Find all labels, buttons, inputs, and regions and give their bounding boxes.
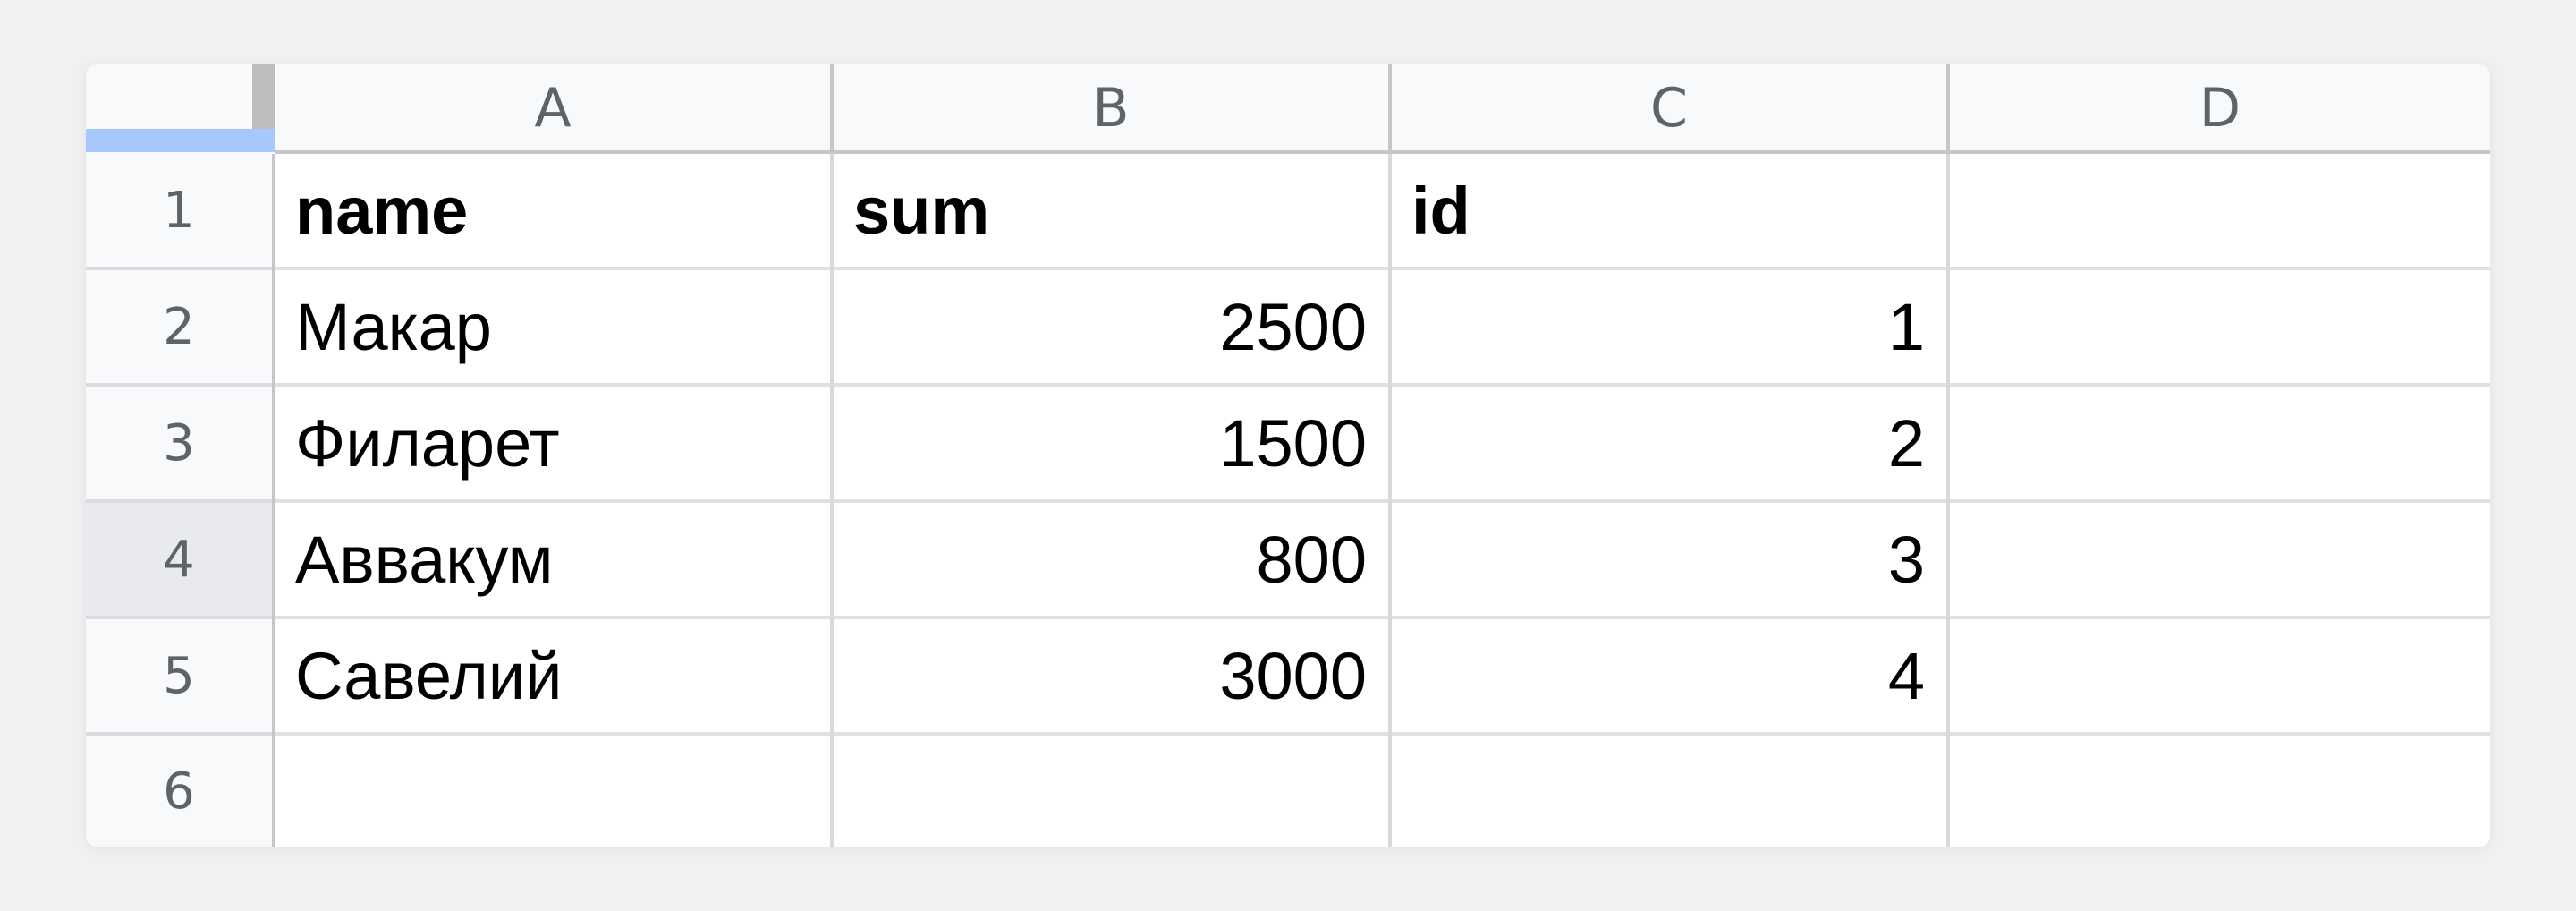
cell-a3[interactable]: Филарет [295,405,560,481]
cell-d3[interactable] [1950,387,2490,499]
column-header-b[interactable]: B [1092,77,1130,140]
column-header-d[interactable]: D [2199,77,2241,140]
row-header-2[interactable]: 2 [86,270,272,383]
select-all-corner[interactable] [86,64,275,154]
cell-c1[interactable]: id [1411,173,1470,248]
cell-d2[interactable] [1950,270,2490,383]
column-header-divider [275,150,2490,154]
column-gridline [1946,154,1950,847]
row-header-divider [272,154,275,847]
cell-c6[interactable] [1392,736,1946,847]
row-header-5[interactable]: 5 [86,619,272,732]
spreadsheet-grid: A B C D 1 2 3 4 5 6 name sum id Макар 25… [86,64,2490,847]
row-header-6[interactable]: 6 [86,736,272,847]
cell-d5[interactable] [1950,619,2490,732]
column-header-separator[interactable] [830,64,834,154]
column-header-separator[interactable] [1388,64,1392,154]
column-gridline [830,154,834,847]
column-header-a[interactable]: A [534,77,572,140]
cell-c4[interactable]: 3 [1887,522,1925,597]
cell-a6[interactable] [275,736,830,847]
freeze-row-handle[interactable] [86,129,275,152]
row-gridline [275,499,2490,503]
freeze-column-handle[interactable] [252,64,275,129]
row-gridline [275,616,2490,619]
row-header-gridline [86,499,272,503]
row-header-1[interactable]: 1 [86,154,272,267]
cell-b1[interactable]: sum [853,173,990,248]
row-header-4[interactable]: 4 [86,503,272,616]
cell-c3[interactable]: 2 [1887,405,1925,481]
row-header-gridline [86,732,272,736]
row-gridline [275,267,2490,270]
cell-b5[interactable]: 3000 [1219,638,1367,713]
row-header-3[interactable]: 3 [86,387,272,499]
row-gridline [275,732,2490,736]
column-header-c[interactable]: C [1650,77,1688,140]
cell-b2[interactable]: 2500 [1219,289,1367,364]
cell-d4[interactable] [1950,503,2490,616]
cell-d1[interactable] [1950,154,2490,267]
cell-a1[interactable]: name [295,173,469,248]
cell-c2[interactable]: 1 [1887,289,1925,364]
column-header-row [86,64,2490,154]
column-gridline [1388,154,1392,847]
cell-a4[interactable]: Аввакум [295,522,554,597]
cell-a5[interactable]: Савелий [295,638,563,713]
row-header-gridline [86,267,272,270]
cell-c5[interactable]: 4 [1887,638,1925,713]
column-header-separator[interactable] [1946,64,1950,154]
cell-a2[interactable]: Макар [295,289,492,364]
cell-b4[interactable]: 800 [1256,522,1367,597]
cell-b6[interactable] [834,736,1388,847]
row-gridline [275,383,2490,387]
row-header-gridline [86,383,272,387]
cell-d6[interactable] [1950,736,2490,847]
row-header-gridline [86,616,272,619]
cell-b3[interactable]: 1500 [1219,405,1367,481]
